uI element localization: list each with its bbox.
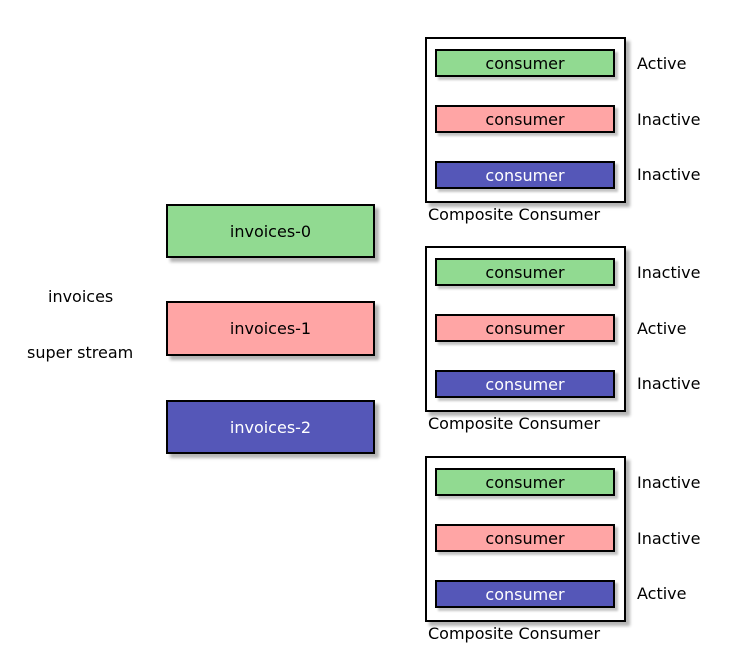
consumer-label: consumer: [485, 262, 565, 282]
consumer-box: consumer: [435, 49, 615, 77]
stream-name-label: invoices: [48, 287, 114, 306]
composite-consumer-group-1: consumer consumer consumer Active Inacti…: [425, 37, 730, 247]
consumer-box: consumer: [435, 524, 615, 552]
consumer-label: consumer: [485, 109, 565, 129]
partition-invoices-2: invoices-2: [166, 400, 375, 454]
consumer-label: consumer: [485, 53, 565, 73]
composite-consumer-caption: Composite Consumer: [428, 414, 601, 433]
consumer-status: Inactive: [637, 263, 701, 282]
composite-consumer-group-2: consumer consumer consumer Inactive Acti…: [425, 246, 730, 456]
consumer-label: consumer: [485, 165, 565, 185]
consumer-box: consumer: [435, 580, 615, 608]
consumer-label: consumer: [485, 318, 565, 338]
partition-label: invoices-2: [229, 417, 312, 437]
consumer-box: consumer: [435, 105, 615, 133]
stream-type-label: super stream: [27, 343, 134, 362]
consumer-status: Inactive: [637, 473, 701, 492]
consumer-status: Inactive: [637, 165, 701, 184]
partition-invoices-0: invoices-0: [166, 204, 375, 258]
consumer-status: Active: [637, 584, 687, 603]
consumer-box: consumer: [435, 258, 615, 286]
consumer-label: consumer: [485, 584, 565, 604]
consumer-label: consumer: [485, 528, 565, 548]
consumer-label: consumer: [485, 472, 565, 492]
composite-consumer-group-3: consumer consumer consumer Inactive Inac…: [425, 456, 730, 666]
consumer-status: Inactive: [637, 529, 701, 548]
consumer-label: consumer: [485, 374, 565, 394]
composite-consumer-caption: Composite Consumer: [428, 624, 601, 643]
partition-invoices-1: invoices-1: [166, 301, 375, 356]
consumer-status: Active: [637, 54, 687, 73]
consumer-box: consumer: [435, 161, 615, 189]
consumer-box: consumer: [435, 370, 615, 398]
partition-label: invoices-0: [229, 221, 312, 241]
composite-consumer-caption: Composite Consumer: [428, 205, 601, 224]
consumer-status: Active: [637, 319, 687, 338]
consumer-status: Inactive: [637, 374, 701, 393]
partition-label: invoices-1: [229, 319, 312, 338]
consumer-box: consumer: [435, 314, 615, 342]
consumer-box: consumer: [435, 468, 615, 496]
consumer-status: Inactive: [637, 110, 701, 129]
